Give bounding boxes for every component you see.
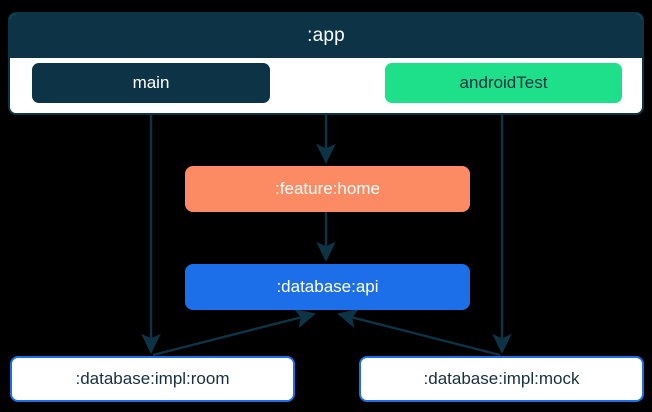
node-database-impl-mock[interactable]: :database:impl:mock xyxy=(359,356,644,402)
node-android-test[interactable]: androidTest xyxy=(385,63,622,103)
edge-mock-to-database-api xyxy=(337,308,501,357)
edge-room-to-database-api xyxy=(152,308,316,357)
node-feature-home[interactable]: :feature:home xyxy=(185,166,470,212)
node-database-api[interactable]: :database:api xyxy=(185,264,470,310)
node-main[interactable]: main xyxy=(32,63,270,103)
subgraph-app-title: :app xyxy=(10,14,642,58)
node-database-impl-room[interactable]: :database:impl:room xyxy=(10,356,295,402)
